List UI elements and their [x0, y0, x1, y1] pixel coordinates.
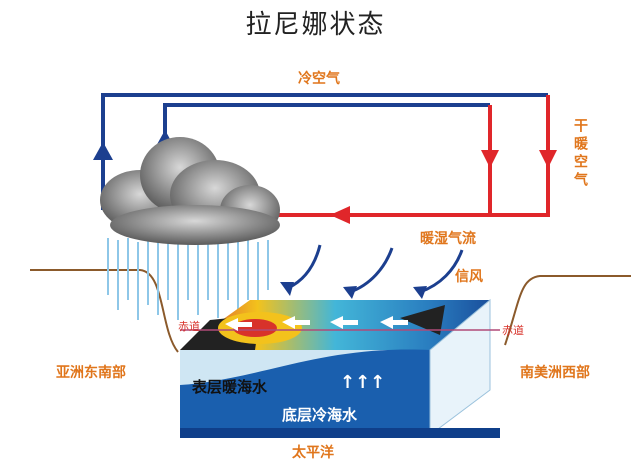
surface-current-arrows	[225, 316, 408, 331]
pacific-ocean-block	[180, 298, 500, 436]
outer-cold-air-line	[101, 93, 548, 210]
equator-label-right: 赤道	[502, 324, 524, 337]
arrow-up-outer	[93, 142, 113, 160]
west-south-america-label: 南美洲西部	[520, 365, 590, 381]
equator-label-left: 赤道	[178, 320, 200, 333]
pacific-label: 太平洋	[292, 445, 334, 461]
surface-warm-water-label: 表层暖海水	[192, 378, 268, 396]
southeast-asia-label: 亚洲东南部	[56, 365, 126, 381]
warm-moist-flow-label: 暖湿气流	[420, 231, 476, 247]
ocean-side-face	[429, 298, 491, 436]
arrow-left-warm	[330, 206, 350, 224]
dry-warm-air-label: 干暖空气	[572, 118, 588, 190]
rain	[107, 238, 269, 320]
deep-cold-water-label: 底层冷海水	[282, 406, 358, 424]
rain-cloud	[100, 137, 280, 245]
trade-wind-label: 信风	[455, 269, 483, 285]
arrow-down-inner	[481, 150, 499, 168]
land-profile	[30, 270, 180, 440]
land-line-right	[504, 275, 631, 346]
arrow-down-outer	[539, 150, 557, 168]
upwelling-arrows: ↑↑↑	[340, 372, 386, 393]
ocean-bottom-band	[180, 428, 500, 438]
cold-air-label: 冷空气	[298, 71, 340, 87]
diagram-title: 拉尼娜状态	[245, 10, 386, 40]
land-line-left	[30, 269, 179, 353]
trade-wind-arrows	[287, 244, 464, 294]
